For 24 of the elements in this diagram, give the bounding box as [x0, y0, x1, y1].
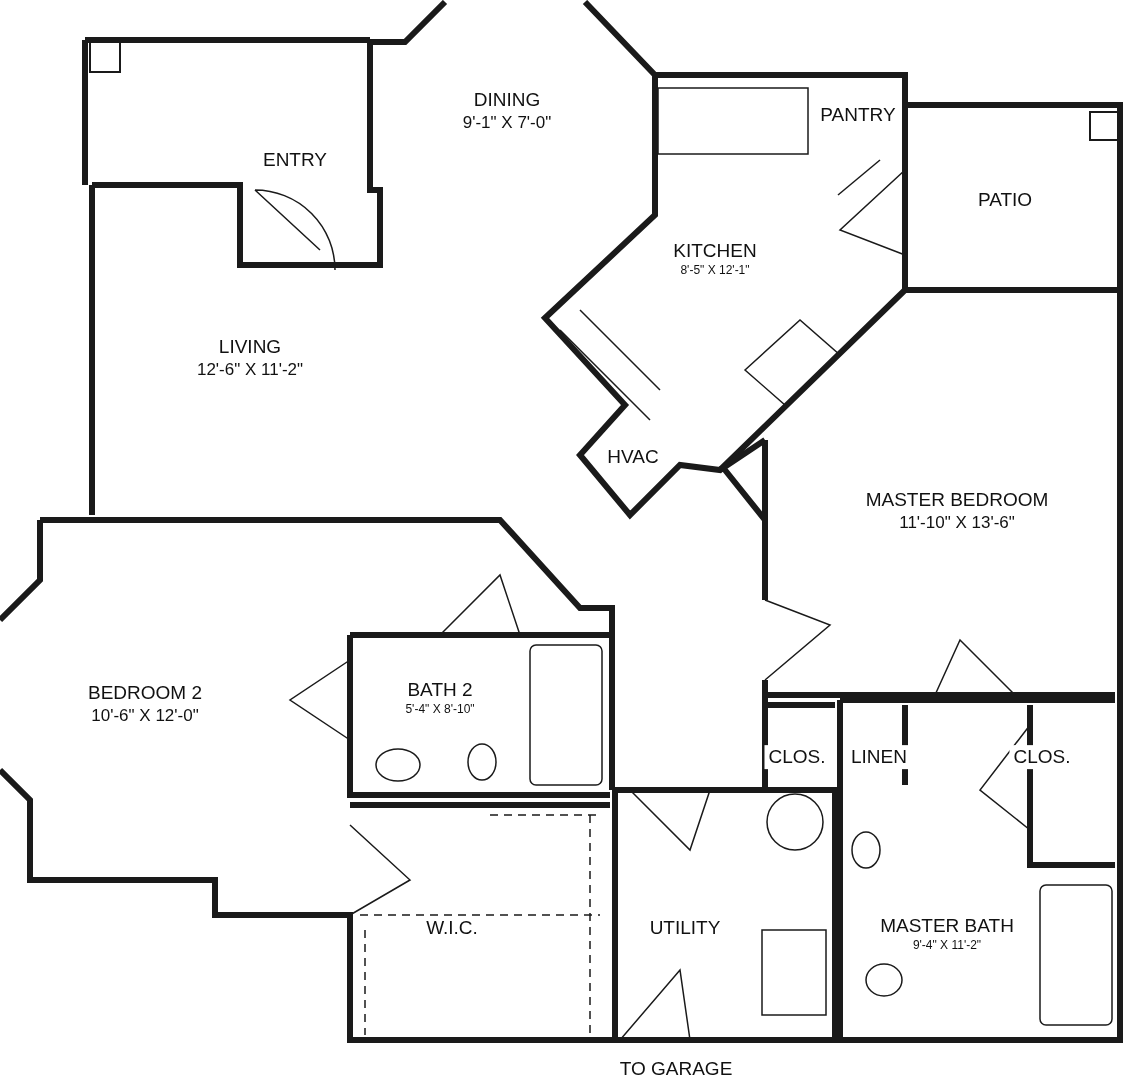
room-dimensions: 9'-4" X 11'-2" — [912, 937, 982, 953]
room-name: CLOS. — [768, 745, 826, 769]
room-dimensions: 11'-10" X 13'-6" — [899, 511, 1015, 533]
room-name: DINING — [473, 87, 541, 112]
room-name: CLOS. — [1013, 745, 1071, 769]
room-dimensions: 5'-4" X 8'-10" — [405, 701, 475, 717]
room-name: ENTRY — [262, 148, 328, 172]
room-name: BATH 2 — [407, 677, 473, 702]
room-dimensions: 9'-1" X 7'-0" — [462, 111, 552, 133]
room-name: UTILITY — [649, 916, 721, 940]
room-name: PATIO — [977, 188, 1033, 212]
room-name: HVAC — [607, 445, 659, 469]
room-dimensions: 10'-6" X 12'-0" — [91, 704, 199, 726]
room-dimensions: 12'-6" X 11'-2" — [196, 358, 304, 380]
room-name: W.I.C. — [426, 916, 478, 940]
room-name: KITCHEN — [673, 238, 757, 263]
room-name: PANTRY — [820, 103, 896, 127]
room-name: MASTER BATH — [880, 913, 1014, 938]
room-name: LINEN — [851, 745, 907, 769]
room-name: LIVING — [218, 334, 282, 359]
room-name: BEDROOM 2 — [88, 680, 202, 705]
garage-note: TO GARAGE — [619, 1056, 733, 1080]
room-dimensions: 8'-5" X 12'-1" — [680, 262, 750, 278]
room-name: MASTER BEDROOM — [865, 487, 1049, 512]
